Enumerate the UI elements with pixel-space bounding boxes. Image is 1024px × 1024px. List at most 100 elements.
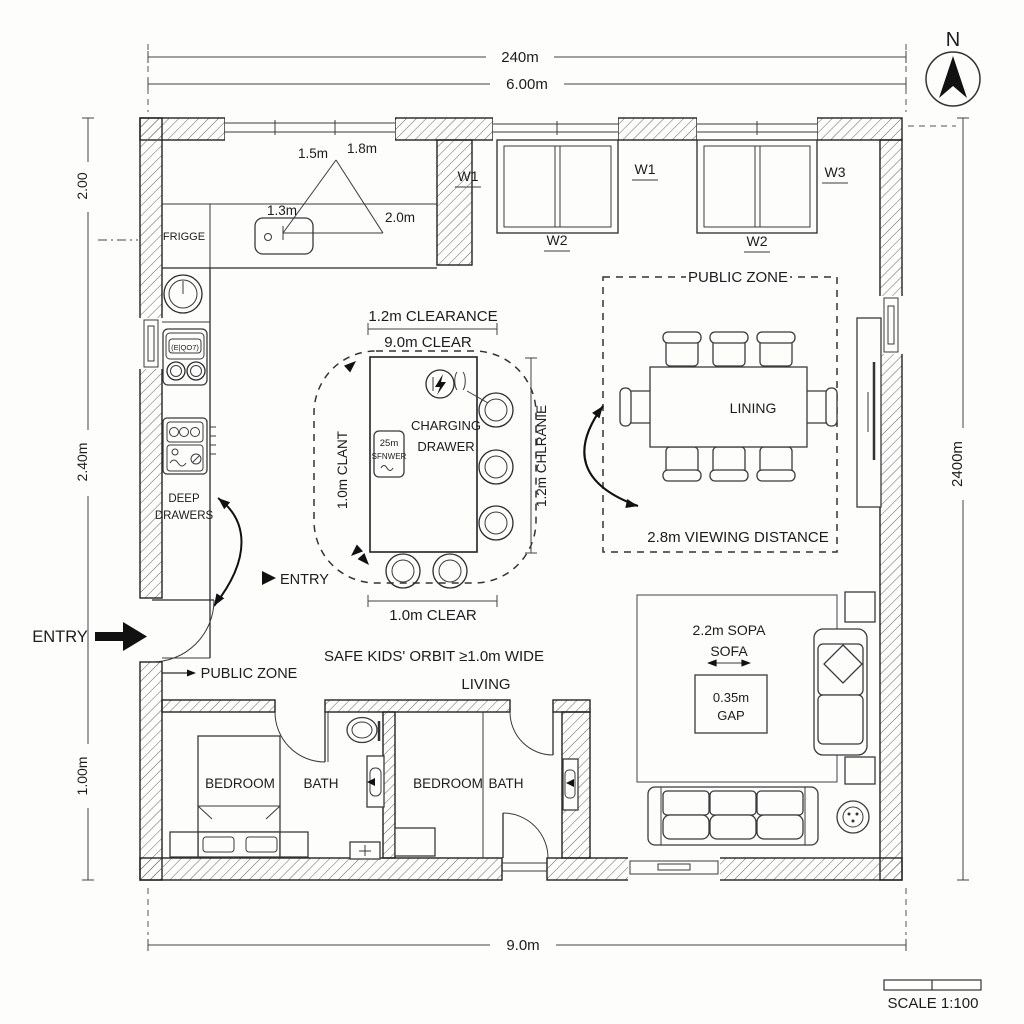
kitchen-left-column: (E|QO7) DEEP DRAWERS xyxy=(155,268,216,659)
work-triangle: 1.5m 1.8m 1.3m 2.0m xyxy=(267,141,415,240)
window-lintel-2 xyxy=(697,116,817,142)
island-drawer-box: 25m SFNWER xyxy=(372,430,407,478)
pillow-icon xyxy=(823,644,863,684)
toilet-icon xyxy=(346,716,381,744)
north-arrow-icon xyxy=(939,56,967,98)
wall-windows xyxy=(138,116,904,882)
entry-markers: ENTRY PUBLIC ZONE xyxy=(32,622,298,682)
entry-arrow-icon xyxy=(123,622,147,651)
dim-right: 2400m xyxy=(949,441,966,487)
gap-label-2: GAP xyxy=(717,708,744,723)
rear-door xyxy=(502,812,549,872)
vanity1-icon xyxy=(366,755,385,808)
dimension-bottom: 9.0m xyxy=(147,888,907,954)
dresser xyxy=(394,827,436,857)
sofa-label: SOFA xyxy=(710,643,748,659)
left-wall-window xyxy=(138,318,164,369)
bath1-door xyxy=(274,711,326,763)
clock-dial-icon xyxy=(163,274,203,314)
north-label: N xyxy=(946,29,960,51)
bath1-label: BATH xyxy=(303,776,338,791)
main-sofa xyxy=(647,786,819,846)
island-stools xyxy=(385,392,514,589)
triangle-dim-4: 2.0m xyxy=(385,210,415,225)
dim-bottom: 9.0m xyxy=(506,937,539,954)
bedroom2-label: BEDROOM xyxy=(413,776,483,791)
island-dim-clear: 9.0m CLEAR xyxy=(384,334,472,351)
public-zone-entry-label: PUBLIC ZONE xyxy=(201,666,298,682)
round-side-table xyxy=(836,800,870,834)
entry-label: ENTRY xyxy=(32,628,88,646)
north-compass: N xyxy=(925,29,981,107)
living-room-area: 2.2m SOPA SOFA 0.35m GAP xyxy=(636,591,876,846)
public-zone-label: PUBLIC ZONE xyxy=(688,269,788,286)
dimension-top: 240m 6.00m xyxy=(147,44,907,112)
triangle-dim-1: 1.5m xyxy=(298,146,328,161)
side-table-bottom xyxy=(844,756,876,785)
side-sofa xyxy=(813,628,868,756)
window-tag-w1-mid: W1 xyxy=(635,161,656,177)
charging-drawer-label-1: CHARGING xyxy=(411,418,481,433)
bath1-area: BATH xyxy=(303,716,385,860)
dining-chairs xyxy=(619,331,838,482)
window-tags: W1 W2 W1 W2 W3 xyxy=(455,161,848,253)
vanity2-icon xyxy=(562,758,579,811)
window-tag-w2-first: W2 xyxy=(547,232,568,248)
right-wall-window xyxy=(878,296,904,354)
dining-area: PUBLIC ZONE LINING 2.8m VIEWING DISTANCE xyxy=(583,265,882,553)
triangle-dim-2: 1.8m xyxy=(347,141,377,156)
island-dim-right: 1.2m CHLRANIE xyxy=(534,405,549,507)
oven-icon xyxy=(162,417,208,475)
window-tag-w3: W3 xyxy=(825,164,846,180)
island-dim-clearance: 1.2m CLEARANCE xyxy=(368,308,497,325)
kitchen-flow-arrow xyxy=(210,494,243,609)
kitchen-island-area: 1.2m CLEARANCE 9.0m CLEAR CHARGING DRAWE… xyxy=(262,308,549,624)
drawer-box-label-1: 25m xyxy=(380,438,399,449)
bedroom2-area: BEDROOM xyxy=(394,776,483,857)
triangle-dim-3: 1.3m xyxy=(267,203,297,218)
bedroom1-label: BEDROOM xyxy=(205,776,275,791)
window-tag-w1-kitchen: W1 xyxy=(458,168,479,184)
viewing-distance-label: 2.8m VIEWING DISTANCE xyxy=(647,529,828,546)
safe-orbit-label: SAFE KIDS' ORBIT ≥1.0m WIDE xyxy=(324,648,544,665)
deep-drawers-label-2: DRAWERS xyxy=(155,510,214,522)
dim-top-inner: 6.00m xyxy=(506,76,548,93)
big-window-1 xyxy=(496,139,619,234)
charging-drawer-label-2: DRAWER xyxy=(417,439,474,454)
bath2-area: BATH xyxy=(488,758,579,811)
dimension-left: 2.00 2.40m 1.00m xyxy=(74,117,138,881)
inner-entry-arrow-icon xyxy=(262,571,276,585)
gap-label-1: 0.35m xyxy=(713,690,749,705)
entry-arrow-shaft xyxy=(95,632,123,641)
coffee-table: 0.35m GAP xyxy=(694,674,768,734)
side-table-top xyxy=(844,591,876,623)
compass-circle-icon xyxy=(925,51,981,107)
window-tag-w2-second: W2 xyxy=(747,233,768,249)
dining-table xyxy=(649,366,808,448)
doors xyxy=(151,599,554,872)
dim-top-outer: 240m xyxy=(501,49,539,66)
public-zone-entry-marker: PUBLIC ZONE xyxy=(162,666,298,682)
island-dim-bottom: 1.0m CLEAR xyxy=(389,607,477,624)
bed1 xyxy=(169,735,309,858)
kids-orbit-path xyxy=(313,350,537,584)
inner-entry-label: ENTRY xyxy=(280,572,329,588)
nightstand-right xyxy=(279,831,309,858)
dim-left-low: 1.00m xyxy=(74,757,90,796)
dining-table-label: LINING xyxy=(730,400,777,416)
window-lintel-1 xyxy=(493,116,618,142)
sofa-dim-label: 2.2m SOPA xyxy=(693,622,767,638)
kitchen-strip-window xyxy=(225,116,395,142)
shower-drain-icon xyxy=(349,841,381,860)
scale-label: SCALE 1:100 xyxy=(888,995,979,1012)
drawer-box-label-2: SFNWER xyxy=(372,452,407,461)
bedroom1-area: BEDROOM xyxy=(169,735,309,858)
fridge-label: FRIGGE xyxy=(163,231,205,243)
living-label: LIVING xyxy=(461,676,510,693)
scale-bar: SCALE 1:100 xyxy=(883,979,982,1012)
tv-unit xyxy=(856,317,882,508)
exterior-walls xyxy=(139,117,903,881)
entry-door xyxy=(151,599,215,663)
